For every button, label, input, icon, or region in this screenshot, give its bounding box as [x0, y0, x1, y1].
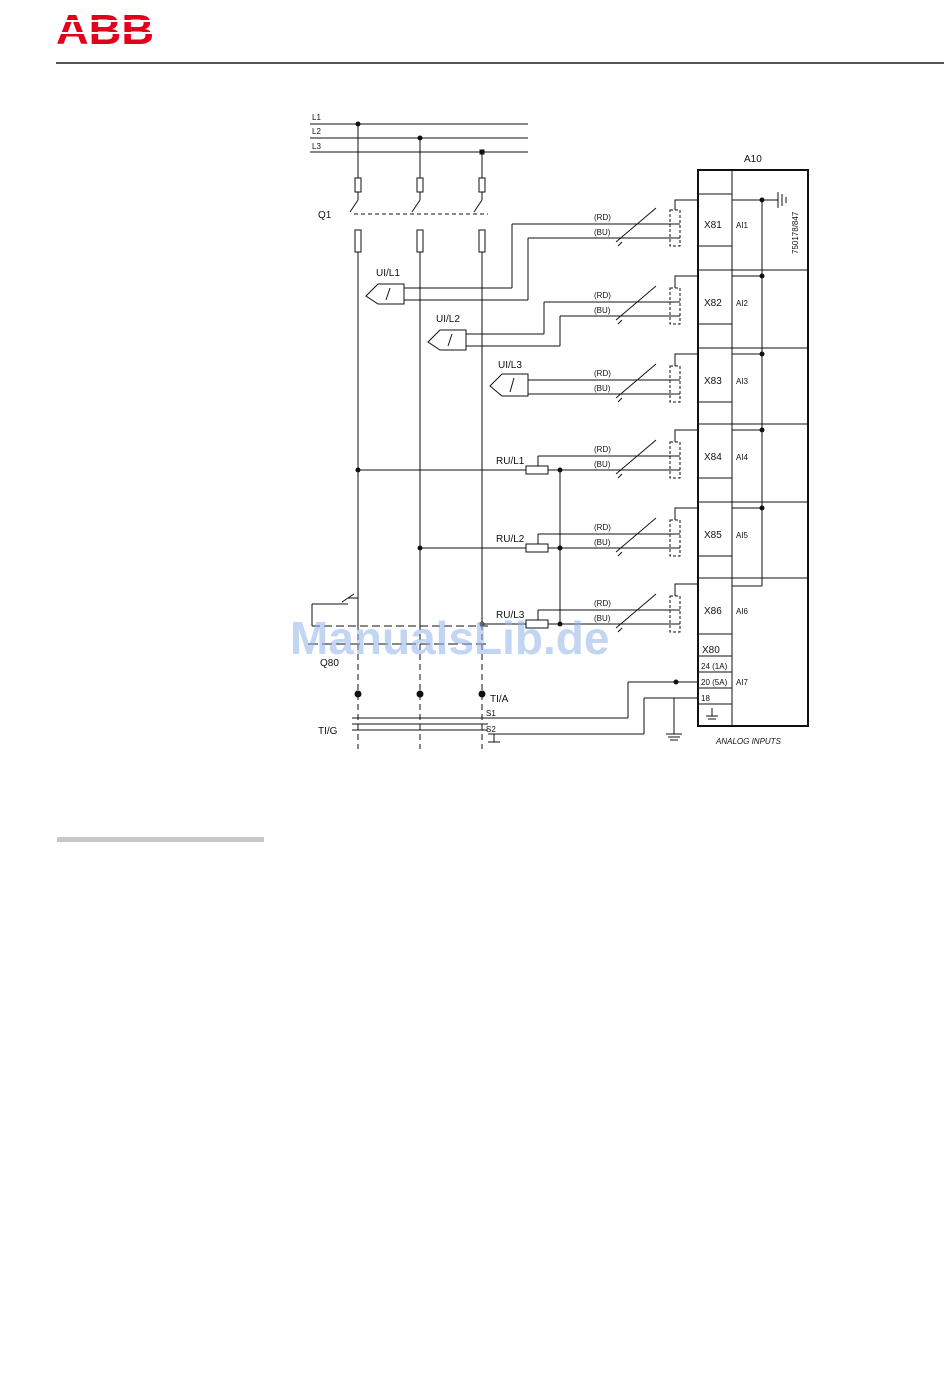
- label-ui-l1: UI/L1: [376, 268, 400, 279]
- wire-label-bu-5: (BU): [594, 538, 611, 547]
- x80-pin-24: 24 (1A): [701, 662, 728, 671]
- header-rule: [56, 62, 944, 64]
- wire-label-rd-1: (RD): [594, 213, 611, 222]
- terminal-x84: X84: [704, 452, 722, 463]
- label-ui-l3: UI/L3: [498, 360, 522, 371]
- wire-label-rd-3: (RD): [594, 369, 611, 378]
- wire-label-rd-4: (RD): [594, 445, 611, 454]
- input-ai6: AI6: [736, 607, 749, 616]
- wire-label-bu-2: (BU): [594, 306, 611, 315]
- terminal-x85: X85: [704, 530, 722, 541]
- input-ai3: AI3: [736, 377, 749, 386]
- watermark: ManualsLib.de: [290, 612, 609, 664]
- transducer-ui-l2: [428, 302, 680, 350]
- analog-inputs-wiring-diagram: L1 L2 L3 Q1: [288, 104, 818, 754]
- label-ti-a: TI/A: [490, 694, 509, 705]
- x80-pin-18: 18: [701, 694, 710, 703]
- input-ai7: AI7: [736, 678, 749, 687]
- label-ru-l1: RU/L1: [496, 456, 525, 467]
- wire-label-rd-5: (RD): [594, 523, 611, 532]
- label-module-code: 750178/847: [791, 211, 800, 254]
- x80-pin-20: 20 (5A): [701, 678, 728, 687]
- abb-logo-text: ABB: [56, 8, 154, 46]
- wire-label-rd-2: (RD): [594, 291, 611, 300]
- label-a10: A10: [744, 154, 762, 165]
- terminal-x80: X80: [702, 645, 720, 656]
- terminal-x82: X82: [704, 298, 722, 309]
- cable-shields: [616, 200, 698, 632]
- input-ai2: AI2: [736, 299, 749, 308]
- label-s1: S1: [486, 709, 496, 718]
- wire-label-rd-6: (RD): [594, 599, 611, 608]
- abb-logo: ABB: [56, 8, 154, 46]
- terminal-x86: X86: [704, 606, 722, 617]
- wire-label-bu-3: (BU): [594, 384, 611, 393]
- x80-ground: [706, 708, 718, 719]
- input-ai5: AI5: [736, 531, 749, 540]
- label-s2: S2: [486, 725, 496, 734]
- current-transformer: [352, 680, 698, 742]
- label-l1: L1: [312, 113, 321, 122]
- label-l2: L2: [312, 127, 321, 136]
- label-ru-l2: RU/L2: [496, 534, 525, 545]
- wire-label-bu-1: (BU): [594, 228, 611, 237]
- terminal-x83: X83: [704, 376, 722, 387]
- bus-lines: [310, 122, 528, 154]
- footer-rule: [57, 837, 264, 842]
- terminal-x81: X81: [704, 220, 722, 231]
- wire-label-bu-4: (BU): [594, 460, 611, 469]
- label-l3: L3: [312, 142, 321, 151]
- label-ui-l2: UI/L2: [436, 314, 460, 325]
- label-q1: Q1: [318, 210, 332, 221]
- input-ai4: AI4: [736, 453, 749, 462]
- transducer-ui-l3: [490, 374, 680, 396]
- label-analog-inputs: ANALOG INPUTS: [715, 737, 782, 746]
- transducer-ui-l1: [366, 224, 680, 304]
- label-ti-g: TI/G: [318, 726, 338, 737]
- input-ai1: AI1: [736, 221, 749, 230]
